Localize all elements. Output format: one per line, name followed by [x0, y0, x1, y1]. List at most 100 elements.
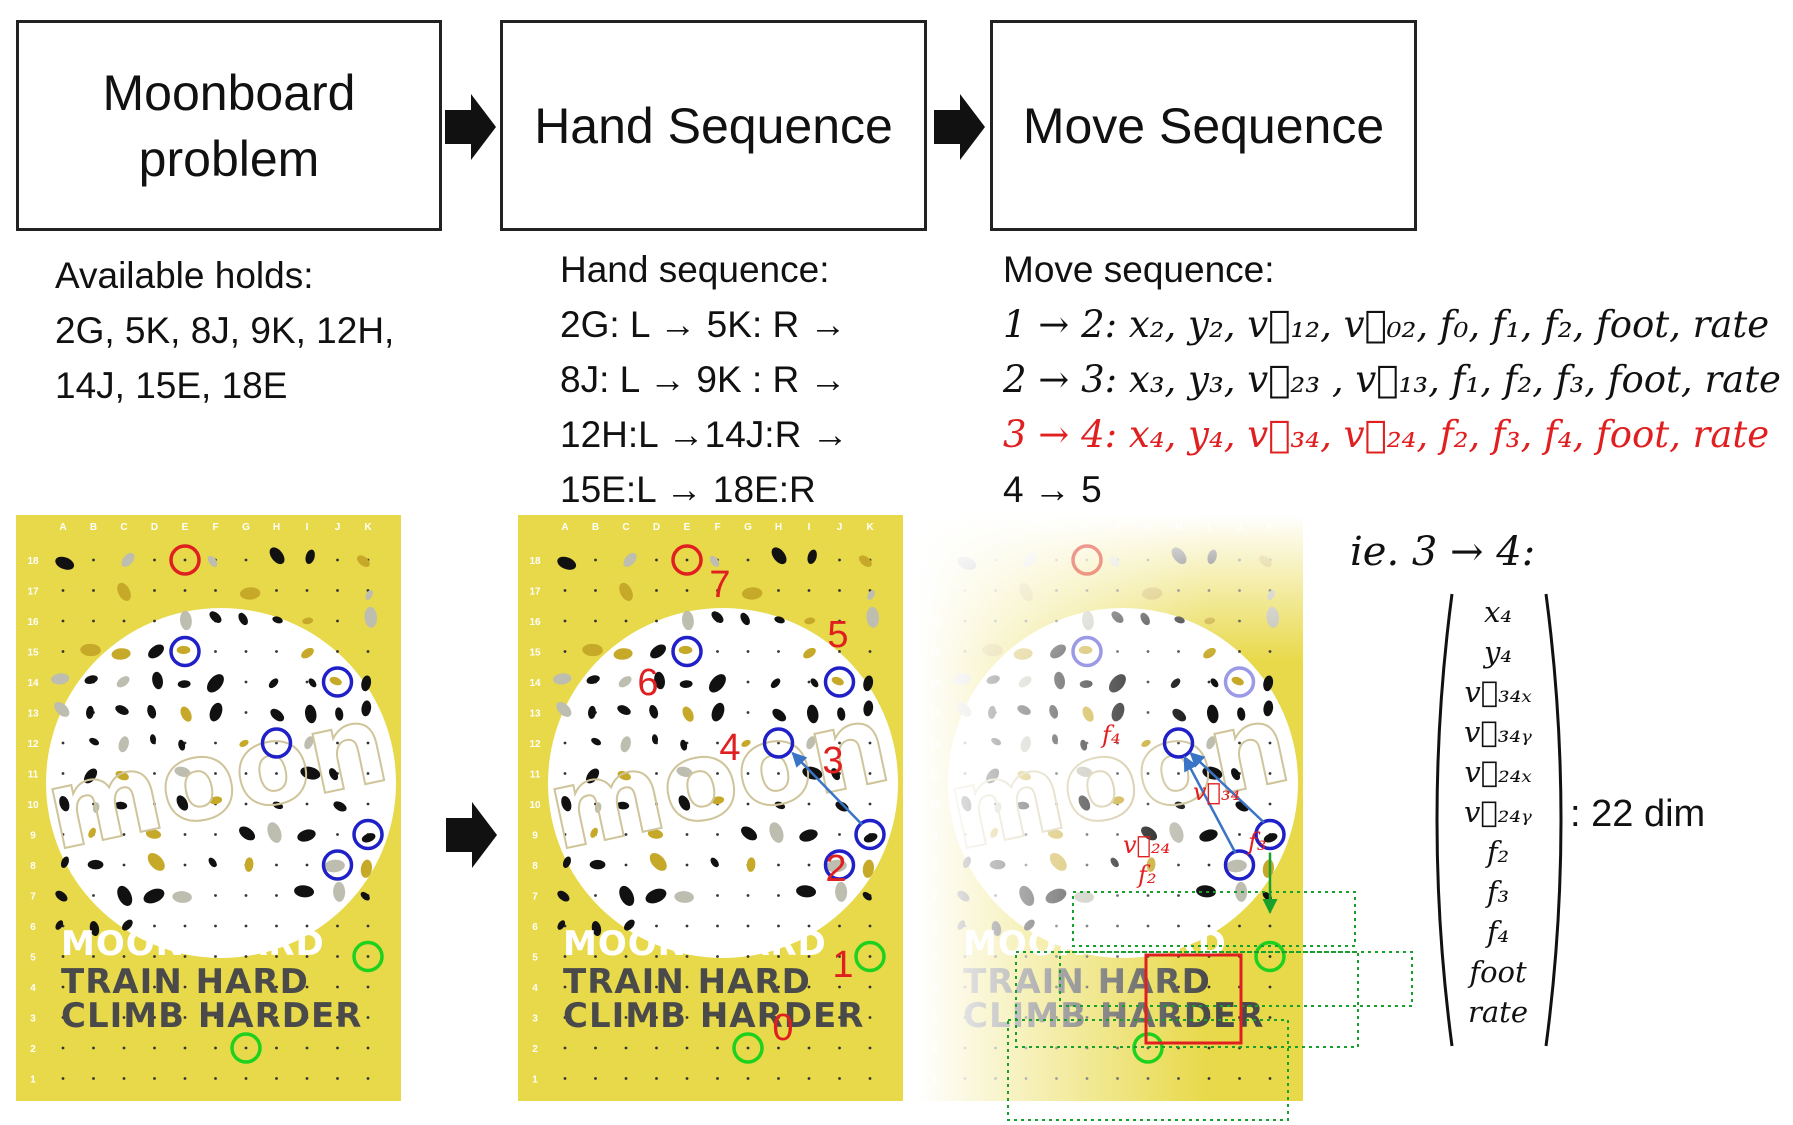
hold-ring — [1071, 635, 1103, 668]
board-grid-dot — [685, 833, 689, 836]
board-hold — [267, 822, 282, 843]
board-group: ABCDEFGHIJK181716151413121110987654321mo… — [918, 515, 1413, 1121]
board-grid-dot — [624, 619, 628, 623]
board-hold — [114, 801, 128, 810]
board-grid-dot — [366, 1016, 370, 1019]
sequence-number: 0 — [772, 1007, 793, 1049]
board-column-label: A — [59, 522, 66, 533]
board-row-label: 5 — [30, 953, 36, 964]
label-f3: f₃ — [1246, 828, 1267, 856]
board-grid-dot — [594, 985, 597, 989]
board-hold — [209, 611, 222, 623]
board-grid-dot — [336, 619, 339, 623]
board-grid-dot — [214, 955, 217, 958]
board-grid-dot — [716, 589, 719, 592]
board-hold — [711, 796, 725, 805]
move-line: 4 → 5 — [1003, 469, 1102, 510]
vector-entry: v⃗₃₄ₓ — [1464, 675, 1532, 709]
board-hold — [862, 859, 875, 878]
board-row-label: 16 — [27, 617, 39, 628]
board-hold — [333, 801, 347, 812]
vector-entry: v⃗₂₄ₓ — [1464, 755, 1532, 789]
board-grid-dot — [153, 985, 156, 989]
board-grid-dot — [655, 558, 658, 562]
board-grid-dot — [624, 1046, 628, 1050]
board-column-label: B — [90, 522, 97, 533]
board-hold — [617, 705, 631, 715]
board-grid-dot — [366, 985, 370, 989]
feature-vector: x₄ y₄ v⃗₃₄ₓ v⃗₃₄ᵧ v⃗₂₄ₓ v⃗₂₄ᵧ f₂ f₃ f₄ f… — [1460, 592, 1536, 1032]
board-grid-dot — [777, 650, 780, 653]
board-grid-dot — [746, 985, 750, 989]
board-row-label: 18 — [27, 556, 39, 567]
board-hold — [152, 671, 163, 690]
board-hold — [618, 676, 632, 688]
board-row-label: 2 — [30, 1044, 36, 1055]
board-grid-dot — [716, 833, 719, 836]
move-sequence-title: Move sequence: — [1003, 249, 1275, 290]
board-grid-dot — [214, 1016, 217, 1019]
board-grid-dot — [807, 1016, 811, 1019]
label-v24: v⃗₂₄ — [1123, 831, 1170, 859]
board-hold — [92, 802, 100, 813]
move-line: 2 → 3: x₃, y₃, v⃗₂₃ , v⃗₁₃, f₁, f₂, f₃, … — [1003, 358, 1781, 401]
board-grid-dot — [838, 741, 841, 745]
board-hold — [863, 700, 874, 717]
board-grid-dot — [153, 924, 156, 928]
board-hold — [115, 705, 129, 715]
board-hold — [589, 859, 606, 870]
board-grid-dot — [716, 772, 719, 775]
available-holds: Available holds: 2G, 5K, 8J, 9K, 12H, 14… — [55, 248, 394, 413]
board-grid-dot — [563, 619, 567, 623]
board-hold — [711, 611, 724, 623]
board-hold — [591, 921, 602, 937]
board-row-label: 7 — [532, 892, 538, 903]
board-hold — [244, 857, 254, 872]
board-hold — [364, 606, 378, 628]
board-grid-dot — [122, 863, 126, 867]
board-grid-dot — [305, 802, 309, 806]
board-grid-dot — [244, 802, 248, 806]
board-grid-dot — [655, 985, 658, 989]
board-hold — [676, 766, 693, 777]
board-grid-dot — [716, 1046, 719, 1050]
board-grid-dot — [624, 863, 628, 867]
board-row-label: 11 — [530, 770, 541, 781]
board-hold — [206, 674, 224, 693]
stage2-label: Hand Sequence — [534, 97, 893, 154]
board-grid-dot — [594, 1077, 597, 1080]
board-hold — [209, 796, 223, 805]
board-column-label: F — [714, 522, 720, 533]
board-grid-dot — [594, 955, 597, 958]
vector-entry: v⃗₃₄ᵧ — [1464, 715, 1532, 749]
board-grid-dot — [336, 589, 339, 592]
board-hold — [863, 833, 878, 843]
board-row-label: 13 — [27, 709, 39, 720]
board-hold — [122, 919, 133, 931]
board-hold — [804, 617, 816, 625]
board-hold — [746, 857, 756, 872]
board-grid-dot — [92, 1077, 95, 1080]
board-hold — [710, 857, 719, 868]
board-grid-dot — [61, 833, 65, 836]
board-hold — [333, 881, 346, 902]
board-slogan-line: MOONBOARD — [563, 924, 827, 964]
board-grid-dot — [183, 1046, 187, 1050]
board-grid-dot — [655, 955, 658, 958]
board-grid-dot — [716, 894, 719, 897]
board-row-label: 4 — [30, 983, 36, 994]
board-hold — [111, 648, 131, 660]
hold-ring — [321, 666, 354, 698]
board-grid-dot — [563, 589, 567, 592]
board-grid-dot — [61, 619, 65, 623]
board-grid-dot — [214, 589, 217, 592]
board-hold — [143, 888, 165, 904]
board-grid-dot — [655, 619, 658, 623]
board-grid-dot — [624, 1016, 628, 1019]
board-row-label: 8 — [30, 861, 36, 872]
board-hold — [590, 827, 598, 838]
board-grid-dot — [275, 924, 278, 928]
board-grid-dot — [244, 1077, 248, 1080]
board-hold — [866, 606, 880, 628]
